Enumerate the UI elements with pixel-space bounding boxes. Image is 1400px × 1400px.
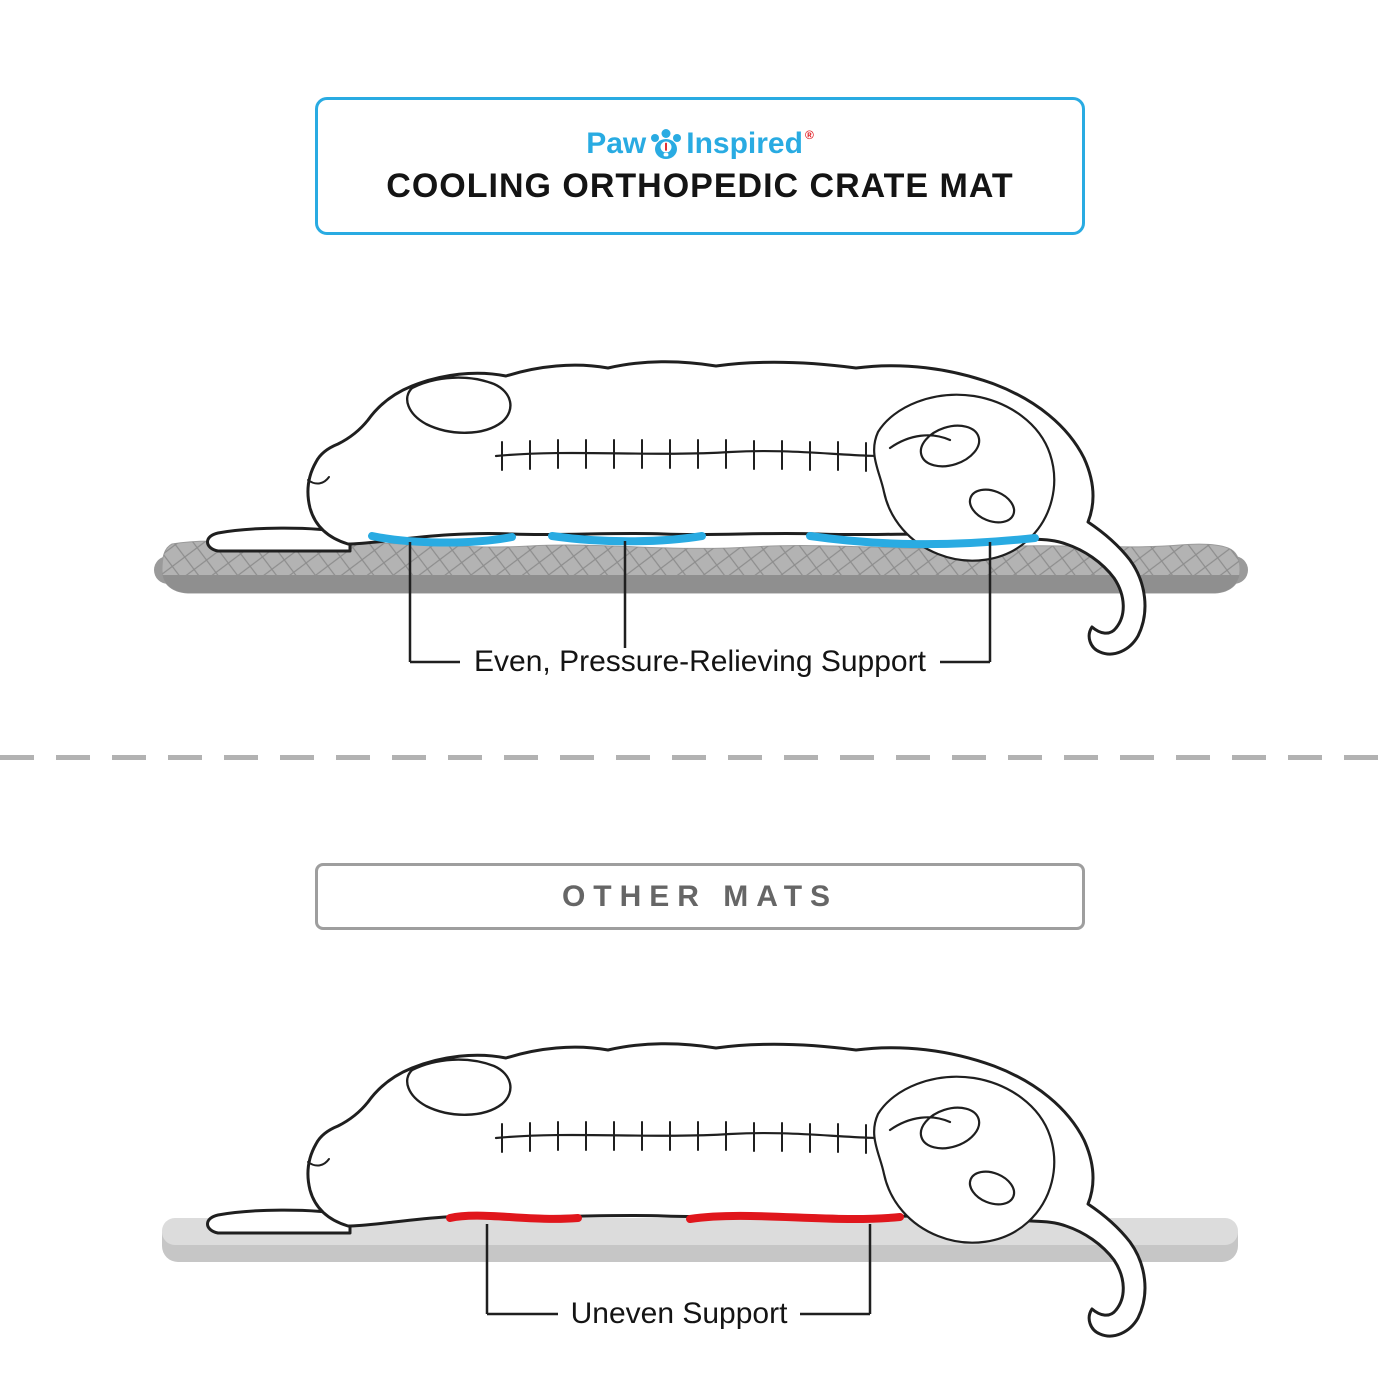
dog-illustration — [206, 1042, 1147, 1338]
callout-lines-top — [408, 541, 992, 664]
uneven-support-label: Uneven Support — [571, 1297, 788, 1330]
header-box: Paw Inspired ® COOLING ORTHOPEDIC CRATE … — [315, 97, 1085, 235]
registered-mark: ® — [804, 127, 814, 142]
section-divider — [0, 755, 1400, 760]
paw-lightbulb-icon — [651, 128, 682, 159]
support-arc-left — [368, 532, 516, 547]
uneven-support-highlights — [446, 1211, 904, 1224]
uneven-arc-left — [446, 1211, 582, 1223]
other-mats-title: OTHER MATS — [561, 879, 839, 913]
brand-word-right: Inspired — [686, 126, 803, 160]
uneven-arc-right — [686, 1211, 904, 1224]
other-mats-box: OTHER MATS — [315, 863, 1085, 930]
support-arc-middle — [548, 532, 706, 546]
paw-inspired-mat-illustration: Even, Pressure-Relieving Support — [154, 360, 1248, 678]
orthopedic-mat — [154, 540, 1248, 594]
callout-lines-bottom — [485, 1224, 872, 1316]
even-support-label: Even, Pressure-Relieving Support — [474, 645, 927, 678]
brand-word-left: Paw — [586, 126, 647, 160]
other-mats-illustration: Uneven Support — [162, 1042, 1238, 1338]
page-title: COOLING ORTHOPEDIC CRATE MAT — [386, 166, 1014, 205]
support-arc-right — [806, 532, 1039, 549]
dog-illustration — [206, 360, 1147, 656]
brand-logo: Paw Inspired ® — [586, 127, 814, 161]
even-support-highlights — [368, 532, 1039, 549]
